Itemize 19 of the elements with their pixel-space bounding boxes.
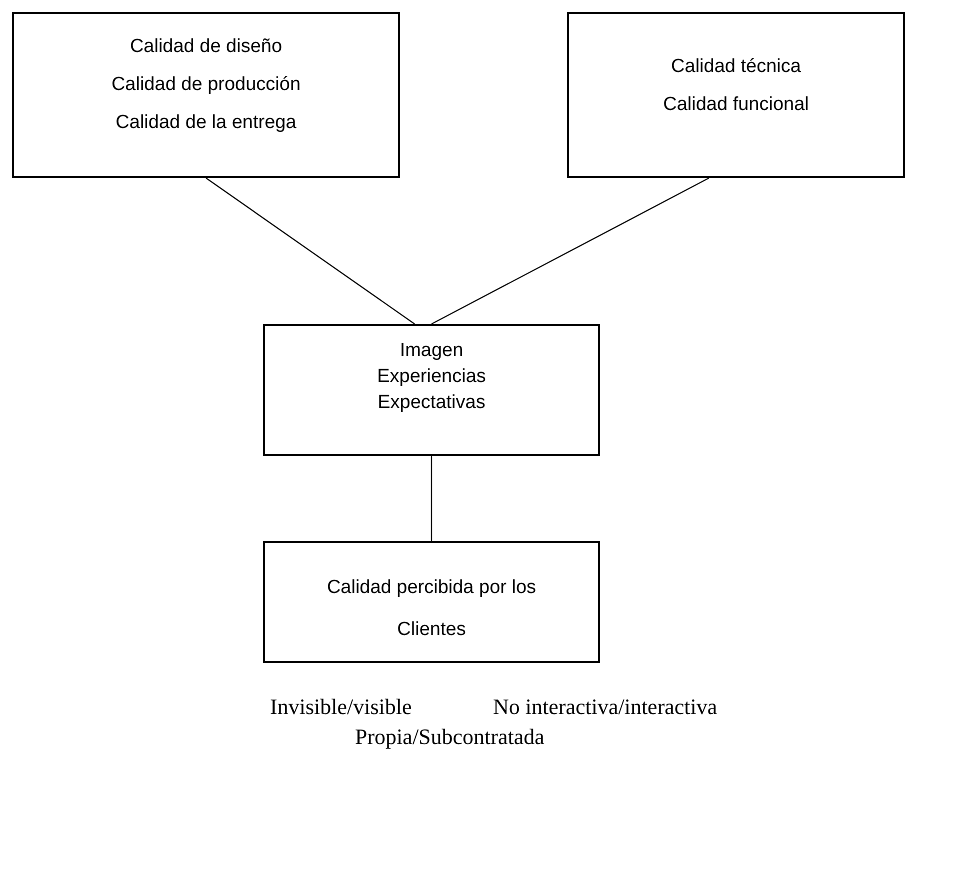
box-text: Imagen (400, 340, 464, 362)
text-box (263, 324, 600, 456)
connector-line (206, 178, 415, 324)
box-text: Expectativas (378, 392, 486, 414)
box-text: Calidad de producción (111, 74, 301, 96)
box-text: Calidad de diseño (130, 36, 282, 58)
box-text: Calidad técnica (671, 56, 801, 78)
note-text: Invisible/visible (270, 694, 412, 720)
connector-line (430, 456, 432, 541)
box-text: Experiencias (377, 366, 486, 388)
text-box (567, 12, 905, 178)
box-text: Calidad percibida por los Clientes (326, 576, 538, 642)
text-box (12, 12, 400, 178)
text-box (263, 541, 600, 663)
note-text: Propia/Subcontratada (355, 724, 544, 750)
box-text: Calidad funcional (663, 94, 809, 116)
note-text: No interactiva/interactiva (493, 694, 718, 720)
box-text: Calidad de la entrega (116, 112, 296, 134)
connector-line (431, 177, 710, 325)
